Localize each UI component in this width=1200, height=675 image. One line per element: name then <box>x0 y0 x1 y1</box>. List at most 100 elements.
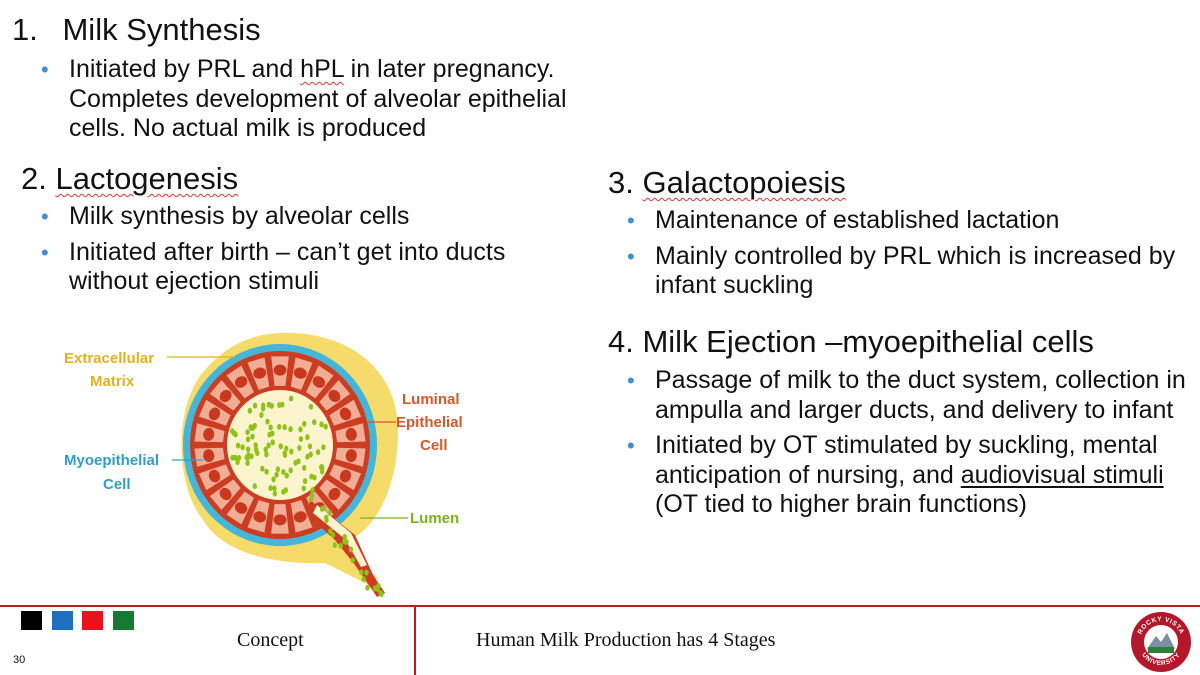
milk-droplet <box>310 487 315 494</box>
milk-droplet <box>284 445 289 452</box>
milk-droplet <box>268 485 273 492</box>
cell-nucleus <box>273 514 287 526</box>
section-2-title: Lactogenesis <box>55 161 239 196</box>
section-2-bullet: Initiated after birth – can’t get into d… <box>41 238 571 297</box>
section-1-number: 1. <box>12 12 38 47</box>
color-square-green <box>113 611 134 630</box>
cell-nucleus <box>219 487 232 501</box>
section-1-heading: 1. Milk Synthesis <box>12 12 261 48</box>
milk-droplet <box>250 433 255 440</box>
spellcheck-flagged-word: hPL <box>300 55 344 83</box>
milk-droplet <box>252 402 258 409</box>
luminal-label-line2: Epithelial <box>396 414 463 431</box>
section-1-title: Milk Synthesis <box>62 12 261 47</box>
milk-droplet <box>376 582 381 589</box>
cell-nucleus <box>328 389 341 403</box>
cell-nucleus <box>208 469 221 483</box>
luminal-label-line1: Luminal <box>402 391 460 408</box>
milk-droplet <box>281 468 286 475</box>
color-square-blue <box>52 611 73 630</box>
cell-nucleus <box>203 427 215 441</box>
footer-divider <box>0 605 1200 607</box>
cell-nucleus <box>328 487 341 501</box>
milk-droplet <box>305 453 310 460</box>
milk-droplet <box>270 439 275 446</box>
milk-droplet <box>348 546 354 553</box>
milk-droplet <box>259 411 264 418</box>
cell-nucleus <box>293 367 307 379</box>
cell-nucleus <box>339 469 352 483</box>
section-3-title: Galactopoiesis <box>642 165 846 200</box>
milk-droplet <box>328 528 333 535</box>
cell-nucleus <box>253 511 267 523</box>
cell-nucleus <box>219 389 232 403</box>
milk-droplet <box>302 478 308 485</box>
section-2-bullet: Milk synthesis by alveolar cells <box>41 202 571 232</box>
milk-droplet <box>269 402 274 409</box>
milk-droplet <box>305 434 310 441</box>
milk-droplet <box>297 445 302 452</box>
milk-droplet <box>312 474 317 481</box>
cell-nucleus <box>345 449 357 463</box>
section-4-heading: 4. Milk Ejection –myoepithelial cells <box>608 324 1094 359</box>
milk-droplet <box>327 509 332 516</box>
milk-droplet <box>267 431 272 438</box>
milk-droplet <box>319 463 324 470</box>
milk-droplet <box>266 442 271 449</box>
milk-droplet <box>245 436 251 443</box>
milk-droplet <box>319 421 324 428</box>
milk-droplet <box>264 451 269 458</box>
milk-droplet <box>277 401 282 408</box>
milk-droplet <box>301 485 307 492</box>
section-3-bullet: Maintenance of established lactation <box>627 206 1197 236</box>
color-square-black <box>21 611 42 630</box>
milk-droplet <box>245 429 250 436</box>
lumen-label: Lumen <box>410 510 459 527</box>
milk-droplet <box>235 442 241 449</box>
milk-droplet <box>245 446 251 453</box>
milk-droplet <box>361 576 366 583</box>
milk-droplet <box>365 584 370 591</box>
milk-droplet <box>253 446 259 453</box>
milk-droplet <box>364 569 369 576</box>
myo-label-line1: Myoepithelial <box>64 452 159 469</box>
section-3-number: 3. <box>608 165 643 200</box>
milk-droplet <box>309 496 314 503</box>
cell-nucleus <box>345 427 357 441</box>
milk-droplet <box>338 542 343 549</box>
milk-droplet <box>252 483 257 490</box>
underlined-phrase: audiovisual stimuli <box>960 460 1164 489</box>
milk-droplet <box>332 542 338 549</box>
milk-droplet <box>282 424 287 431</box>
milk-droplet <box>277 423 282 430</box>
section-3-heading: 3. Galactopoiesis <box>608 165 846 201</box>
milk-droplet <box>307 443 313 450</box>
myo-label-line2: Cell <box>103 476 131 493</box>
cell-nucleus <box>253 367 267 379</box>
milk-droplet <box>301 464 307 471</box>
milk-droplet <box>359 569 364 576</box>
milk-droplet <box>342 533 347 540</box>
section-3-bullet: Mainly controlled by PRL which is increa… <box>627 242 1197 301</box>
milk-droplet <box>350 557 355 564</box>
milk-droplet <box>302 420 307 427</box>
cell-nucleus <box>273 364 287 376</box>
milk-droplet <box>283 487 288 494</box>
milk-droplet <box>264 468 269 475</box>
footer-concept-label: Concept <box>237 629 304 651</box>
milk-droplet <box>263 446 268 453</box>
milk-droplet <box>319 505 325 512</box>
section-2-heading: 2. Lactogenesis <box>21 161 238 197</box>
milk-droplet <box>323 423 328 430</box>
footer-topic: Human Milk Production has 4 Stages <box>476 629 776 651</box>
section-1-bullets: Initiated by PRL and hPL in later pregna… <box>41 55 621 150</box>
ecm-label-line2: Matrix <box>90 373 135 390</box>
section-2-number: 2. <box>21 161 56 196</box>
milk-droplet <box>230 454 235 461</box>
milk-droplet <box>275 466 281 473</box>
milk-droplet <box>271 476 276 483</box>
cell-nucleus <box>234 502 248 514</box>
milk-droplet <box>308 451 313 458</box>
milk-droplet <box>315 449 321 456</box>
milk-droplet <box>268 424 273 431</box>
